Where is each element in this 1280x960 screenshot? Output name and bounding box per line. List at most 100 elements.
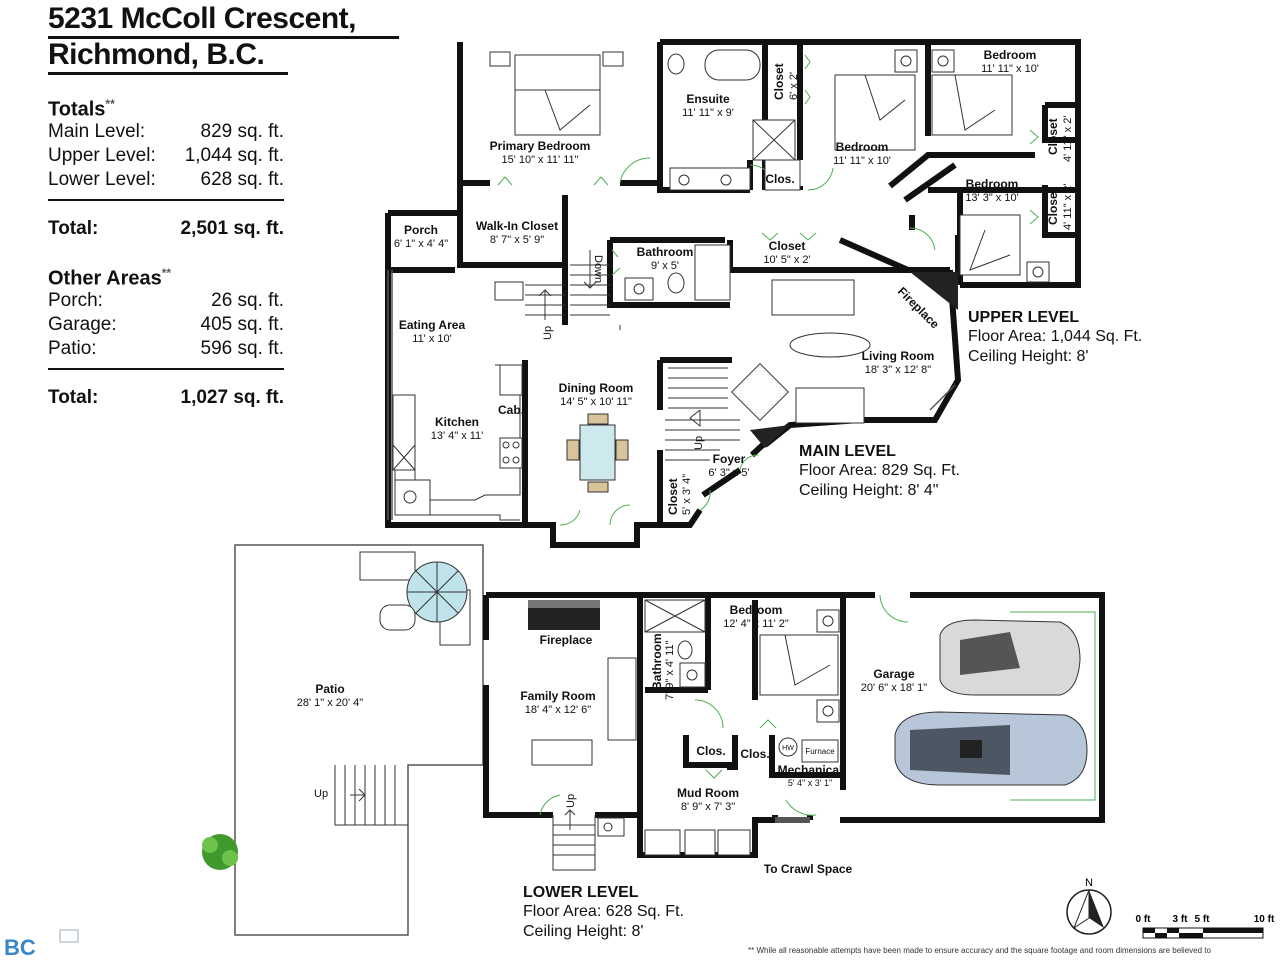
room-labels: Primary Bedroom 15' 10" x 11' 11" Ensuit…	[297, 48, 1039, 876]
room-fireplace: Fireplace	[540, 633, 593, 647]
room-kitchen-dim: 13' 4" x 11'	[431, 430, 484, 442]
room-eating-area: Eating Area	[399, 318, 466, 332]
scale-label: 10 ft	[1254, 914, 1275, 925]
room-foyer: Foyer	[713, 452, 746, 466]
scale-label: 5 ft	[1195, 914, 1211, 925]
room-ensuite-dim: 11' 11" x 9'	[682, 107, 734, 119]
other-areas-row: Porch:26 sq. ft.	[48, 290, 284, 311]
upper-bathroom-fixtures	[624, 244, 731, 301]
room-bedroom-dim: 11' 11" x 10'	[981, 63, 1039, 75]
room-crawl-space: To Crawl Space	[764, 862, 853, 876]
lower-level-ceiling: Ceiling Height: 8'	[523, 923, 643, 940]
room-primary-bedroom-dim: 15' 10" x 11' 11"	[501, 154, 578, 166]
car-top	[939, 619, 1081, 696]
room-ensuite: Ensuite	[686, 92, 730, 106]
room-clos: Clos.	[696, 744, 725, 758]
room-bedroom-dim: 11' 11" x 10'	[833, 155, 891, 167]
lower-fireplace-shape	[528, 600, 600, 630]
scale-bar: 0 ft 3 ft 5 ft 10 ft	[1136, 914, 1275, 939]
main-level-name: MAIN LEVEL	[799, 443, 896, 460]
north-compass-icon: N	[1066, 877, 1112, 935]
stairs-down-label: Down	[592, 255, 604, 283]
patio-stairs	[334, 765, 408, 826]
other-areas-row: Garage:405 sq. ft.	[48, 314, 284, 335]
room-closet-dim: 4' 11" x 2'	[1062, 116, 1074, 162]
stairs-up-label: Up	[565, 794, 577, 808]
room-eating-area-dim: 11' x 10'	[412, 333, 451, 345]
other-areas-row: Patio:596 sq. ft.	[48, 338, 284, 359]
lower-level-area: Floor Area: 628 Sq. Ft.	[523, 903, 684, 920]
mechanical-fixtures	[778, 737, 839, 763]
room-family-room: Family Room	[520, 689, 595, 703]
room-walk-in-closet-dim: 8' 7" x 5' 9"	[490, 234, 544, 246]
room-clos: Clos.	[740, 747, 769, 761]
lower-level-name: LOWER LEVEL	[523, 884, 639, 901]
room-bedroom: Bedroom	[730, 603, 783, 617]
lower-bathroom-fixtures	[644, 599, 706, 688]
kitchen-fixtures	[392, 364, 523, 521]
room-closet: Closet	[1046, 118, 1060, 155]
car-bottom	[894, 711, 1088, 786]
room-closet-dim: 5' x 3' 4"	[681, 474, 693, 515]
lower-level-walls	[483, 592, 1105, 858]
room-garage-dim: 20' 6" x 18' 1"	[861, 682, 928, 694]
room-furnace: Furnace	[805, 747, 835, 756]
ensuite-fixtures	[667, 49, 801, 191]
room-porch: Porch	[404, 223, 438, 237]
stairs-up-label: Up	[693, 436, 705, 450]
dining-table	[566, 413, 629, 493]
room-patio-dim: 28' 1" x 20' 4"	[297, 697, 364, 709]
room-porch-dim: 6' 1" x 4' 4"	[394, 238, 448, 250]
room-garage: Garage	[873, 667, 915, 681]
totals-rule	[48, 199, 284, 201]
scale-label: 3 ft	[1173, 914, 1189, 925]
room-closet: Closet	[1046, 188, 1060, 225]
main-level-thin	[387, 270, 956, 520]
level-labels: UPPER LEVEL Floor Area: 1,044 Sq. Ft. Ce…	[523, 309, 1142, 940]
lower-stairs	[552, 809, 625, 871]
room-primary-bedroom: Primary Bedroom	[490, 139, 591, 153]
mudroom-fixtures	[644, 829, 751, 856]
room-closet-dim: 10' 5" x 2'	[763, 254, 810, 266]
room-kitchen: Kitchen	[435, 415, 479, 429]
room-bedroom: Bedroom	[836, 140, 889, 154]
address-line-2: Richmond, B.C.	[48, 38, 265, 71]
room-bedroom: Bedroom	[966, 177, 1019, 191]
address-line-1: 5231 McColl Crescent,	[48, 2, 356, 35]
fireplace-main	[750, 272, 958, 448]
other-areas-total: Total:1,027 sq. ft.	[48, 387, 284, 408]
upper-bedroom-beds	[834, 49, 1050, 283]
room-cab: Cab.	[498, 403, 524, 417]
family-furniture	[531, 657, 637, 766]
room-patio: Patio	[315, 682, 344, 696]
foyer-doors	[559, 454, 759, 526]
room-hw: HW	[782, 745, 794, 752]
upper-doors	[497, 54, 1039, 276]
room-mechanical: Mechanical	[778, 763, 843, 777]
room-living-room: Living Room	[862, 349, 935, 363]
room-living-room-dim: 18' 3" x 12' 8"	[865, 364, 932, 376]
compass-north: N	[1085, 877, 1093, 889]
room-closet: Closet	[666, 478, 680, 515]
title-underline	[48, 72, 288, 75]
title-underline	[48, 36, 399, 39]
totals-row: Main Level:829 sq. ft.	[48, 121, 284, 142]
room-mechanical-dim: 5' 4" x 3' 1"	[788, 778, 832, 788]
living-furniture	[731, 279, 871, 424]
room-clos: Clos.	[765, 172, 794, 186]
patio-furniture	[359, 551, 471, 646]
garage-door-line	[539, 594, 1096, 816]
stairs-up-label: Up	[314, 788, 328, 800]
patio	[234, 544, 484, 936]
room-closet-dim: 6' x 2'	[788, 72, 800, 100]
totals-row: Lower Level:628 sq. ft.	[48, 169, 284, 190]
room-dining-room-dim: 14' 5" x 10' 11"	[560, 396, 632, 408]
logo-text: BC	[4, 935, 36, 960]
room-closet: Closet	[772, 63, 786, 100]
room-mud-room: Mud Room	[677, 786, 739, 800]
room-foyer-dim: 6' 3" x 5'	[708, 467, 749, 479]
upper-level-ceiling: Ceiling Height: 8'	[968, 348, 1088, 365]
room-bathroom-dim: 7' 9" x 4' 11"	[664, 640, 676, 700]
room-bathroom: Bathroom	[650, 633, 664, 690]
room-closet: Closet	[769, 239, 806, 253]
